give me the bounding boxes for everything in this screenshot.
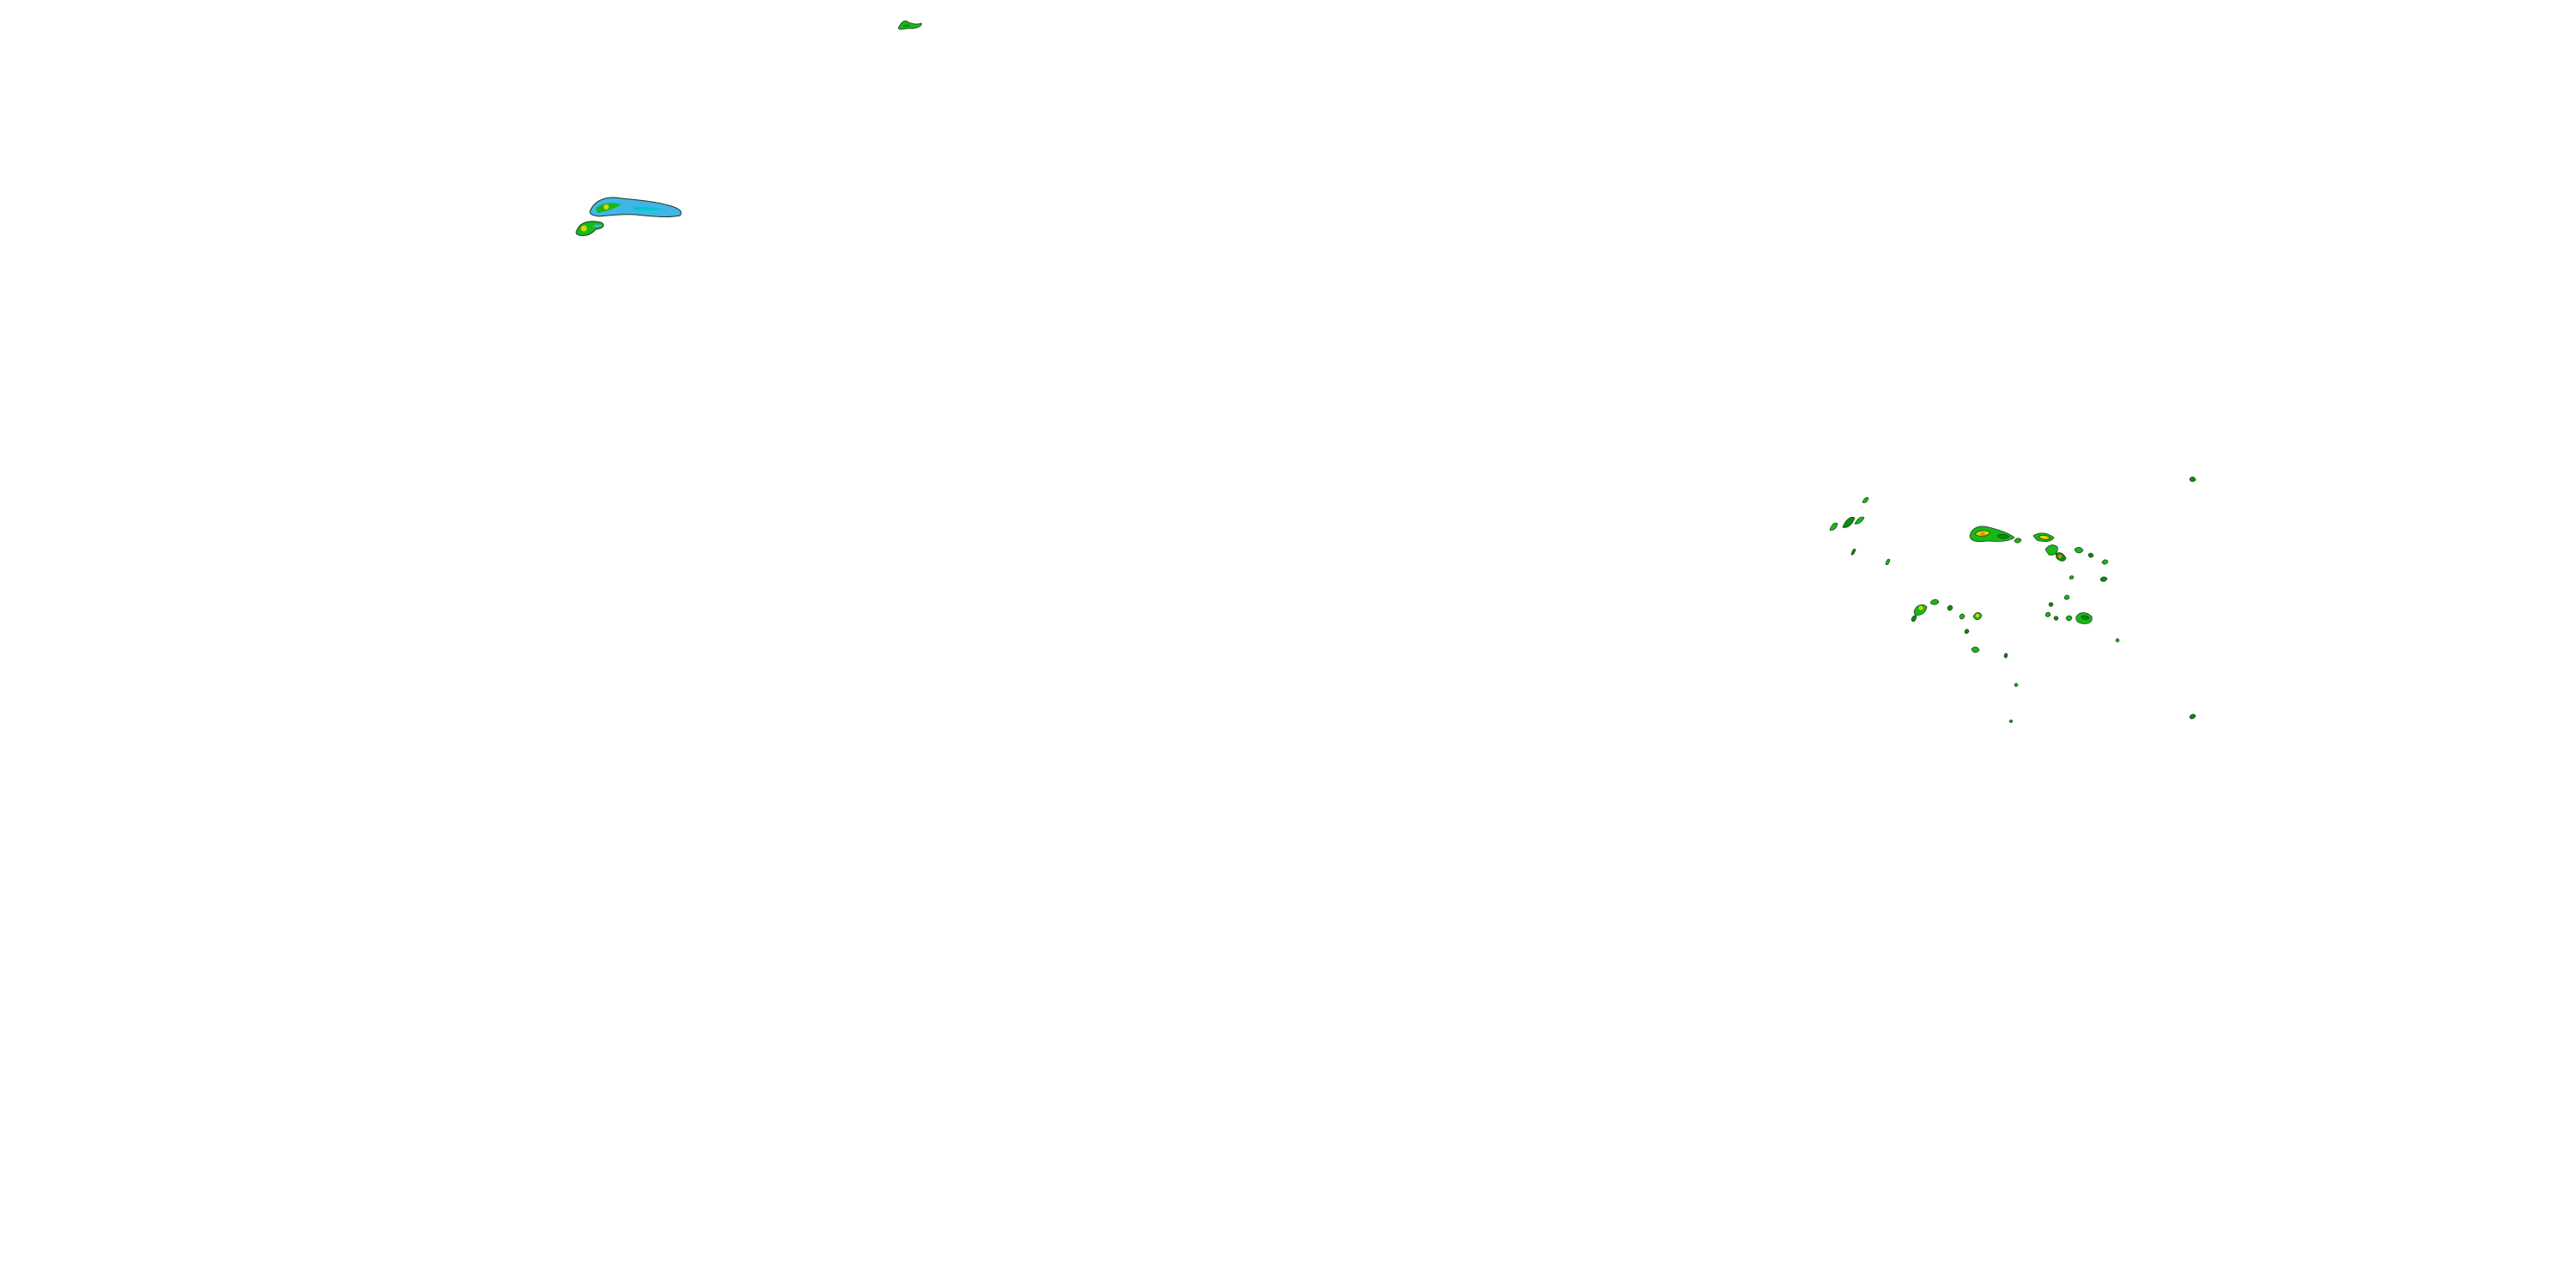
northwest-band-echo: [575, 197, 682, 236]
north-top-echo: [897, 20, 922, 30]
east-cluster-echo: [1829, 477, 2196, 723]
